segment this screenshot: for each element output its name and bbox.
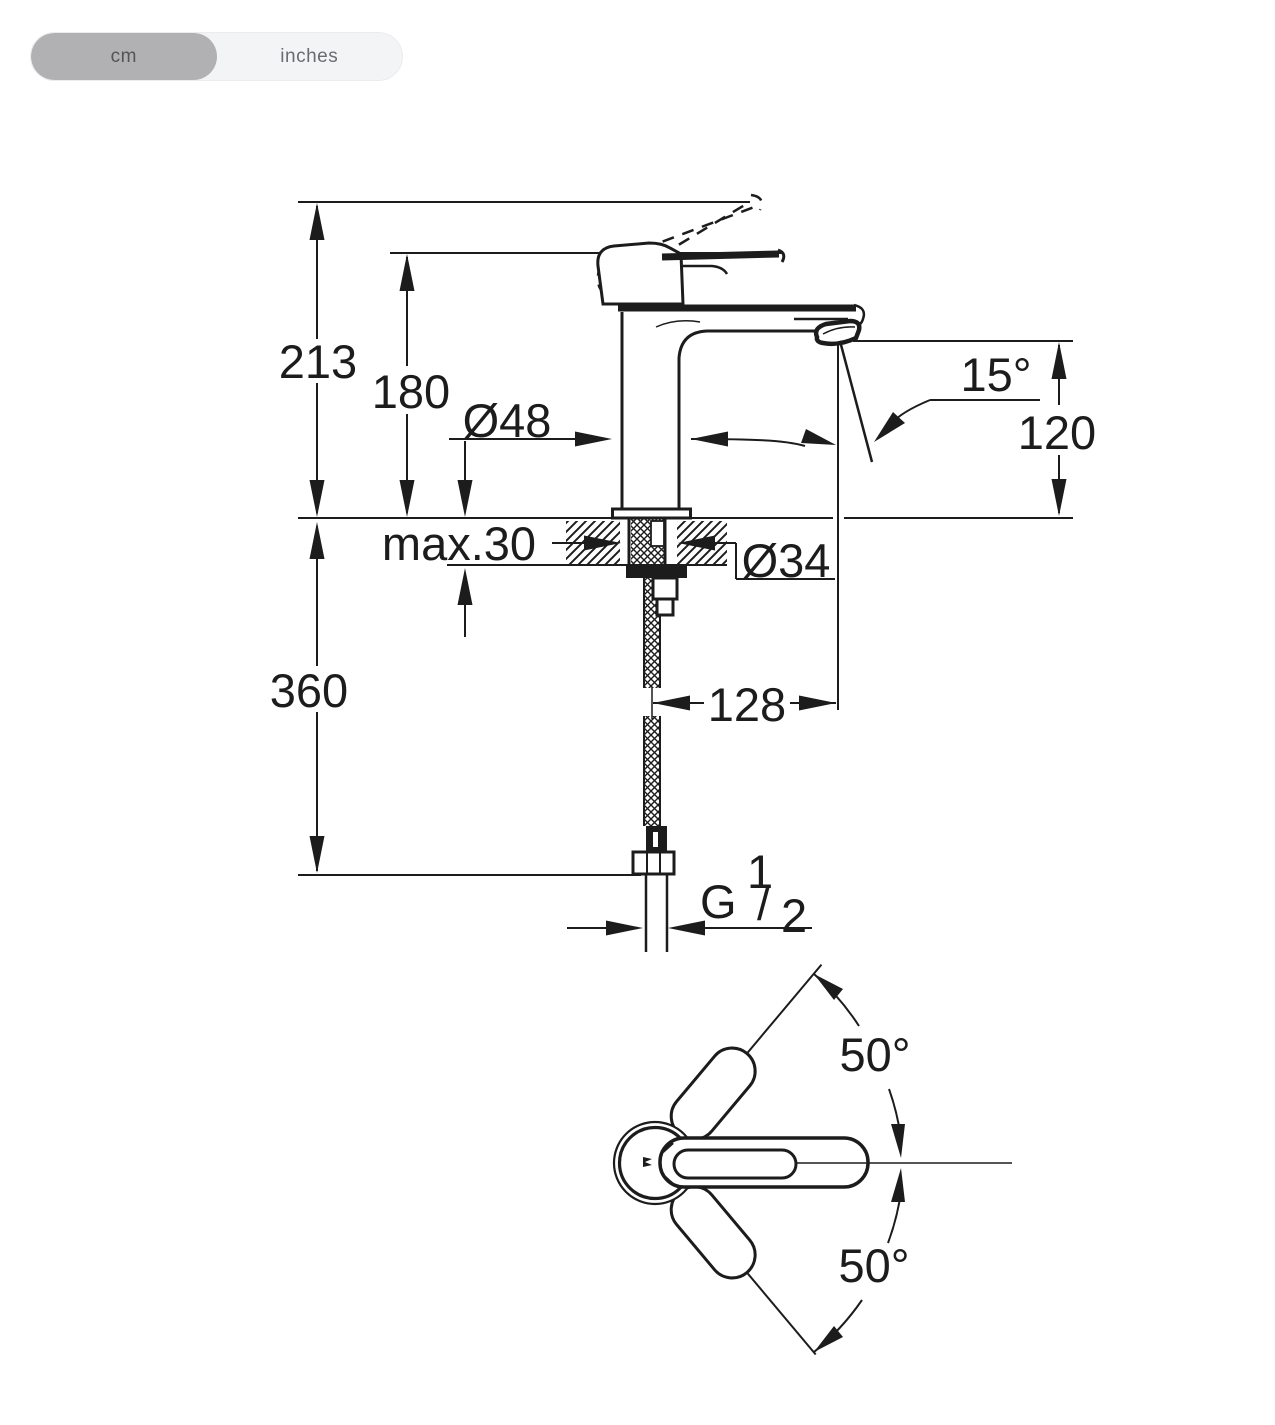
brand-mark bbox=[643, 1157, 652, 1167]
arrow-213-bottom bbox=[309, 480, 325, 517]
dim-leader-34 bbox=[712, 542, 835, 580]
dim-label-hole-diameter: Ø34 bbox=[742, 534, 831, 587]
handle-base bbox=[596, 241, 685, 306]
arrow-48-down bbox=[457, 480, 473, 517]
handle-lever-tip bbox=[777, 248, 786, 263]
arrow-213-top bbox=[309, 203, 325, 240]
spout-angle-line bbox=[838, 340, 874, 463]
thread-numerator: 1 bbox=[747, 845, 773, 898]
dim-label-max-counter-thickness: max.30 bbox=[382, 517, 536, 570]
raised-lever-dashed-upper bbox=[642, 204, 758, 251]
arrow-128-left bbox=[653, 695, 690, 711]
top-view: 50° 50° bbox=[612, 963, 1012, 1356]
dim-label-overall-height: 213 bbox=[279, 335, 357, 388]
shank-walls bbox=[627, 518, 667, 566]
dimension-lines bbox=[309, 203, 1067, 936]
thread-denominator: 2 bbox=[781, 889, 807, 942]
body-inner-curve bbox=[655, 320, 701, 328]
unit-cm-button[interactable]: cm bbox=[31, 33, 217, 80]
arrow-swing-down-outer bbox=[814, 1326, 843, 1352]
side-view: 213 180 Ø48 15° 120 max.30 Ø34 360 128 G… bbox=[270, 193, 1096, 952]
arrow-128-right bbox=[799, 695, 836, 711]
arrow-swing-up-inner bbox=[891, 1124, 905, 1158]
dim-label-swing-lower: 50° bbox=[838, 1239, 909, 1292]
handle-joint-ticks bbox=[662, 1142, 674, 1185]
raised-lever-dashed-tip bbox=[750, 193, 763, 211]
thread-letter: G bbox=[700, 875, 737, 928]
handle-lever-step bbox=[683, 264, 729, 275]
shank-slot bbox=[650, 520, 665, 547]
dim-label-body-height: 180 bbox=[372, 365, 450, 418]
hose-crimp-slit bbox=[653, 832, 658, 847]
handle-inner-recess bbox=[672, 1148, 798, 1180]
spout-underside bbox=[677, 329, 846, 509]
aerator-inner-line bbox=[822, 326, 856, 335]
unit-inches-button[interactable]: inches bbox=[217, 33, 403, 80]
mounting-flange bbox=[626, 566, 687, 578]
arrow-g12-left bbox=[606, 920, 643, 936]
dim-label-hose-length: 360 bbox=[270, 664, 348, 717]
arrow-max30-up bbox=[457, 568, 473, 605]
arrow-120-bottom bbox=[1051, 479, 1067, 516]
dim-label-swing-upper: 50° bbox=[839, 1028, 910, 1081]
handle-rotated-down bbox=[669, 1185, 817, 1356]
dim-label-spout-angle: 15° bbox=[960, 348, 1031, 401]
handle-lever bbox=[661, 250, 780, 261]
arrow-360-top bbox=[309, 522, 325, 559]
arrow-15-leader bbox=[874, 412, 905, 442]
arrow-g12-right bbox=[668, 920, 705, 936]
dim-label-spout-outlet-height: 120 bbox=[1018, 406, 1096, 459]
hex-nut-facets bbox=[646, 852, 661, 874]
faucet-body bbox=[596, 193, 866, 520]
arrow-48-right bbox=[691, 431, 728, 447]
arrow-120-top bbox=[1051, 342, 1067, 379]
arrow-48-left bbox=[575, 431, 612, 447]
dim-label-spout-reach: 128 bbox=[708, 678, 786, 731]
aerator bbox=[813, 318, 862, 347]
arrow-180-bottom bbox=[399, 480, 415, 517]
arrow-180-top bbox=[399, 254, 415, 291]
fitting-upper bbox=[651, 576, 679, 601]
thread-slash: / bbox=[757, 877, 771, 930]
hose-lower bbox=[644, 716, 660, 826]
hose-lower-walls bbox=[643, 716, 661, 826]
arrow-360-bottom bbox=[309, 836, 325, 873]
arrow-15-to-vertical bbox=[801, 429, 836, 445]
dim-label-thread: G 1 / 2 bbox=[700, 845, 807, 942]
hex-nut bbox=[631, 850, 676, 876]
arrow-max30-right bbox=[584, 535, 621, 551]
arrow-swing-up-outer bbox=[814, 974, 843, 1000]
unit-toggle[interactable]: cm inches bbox=[30, 32, 403, 81]
base-plate bbox=[611, 507, 692, 520]
arrow-34-left bbox=[678, 535, 715, 551]
dim-label-body-diameter: Ø48 bbox=[463, 394, 552, 447]
connection-tube bbox=[644, 874, 669, 952]
handle-rotated-up bbox=[669, 963, 823, 1141]
arrow-swing-down-inner bbox=[891, 1168, 905, 1202]
fitting-lower bbox=[655, 597, 675, 617]
